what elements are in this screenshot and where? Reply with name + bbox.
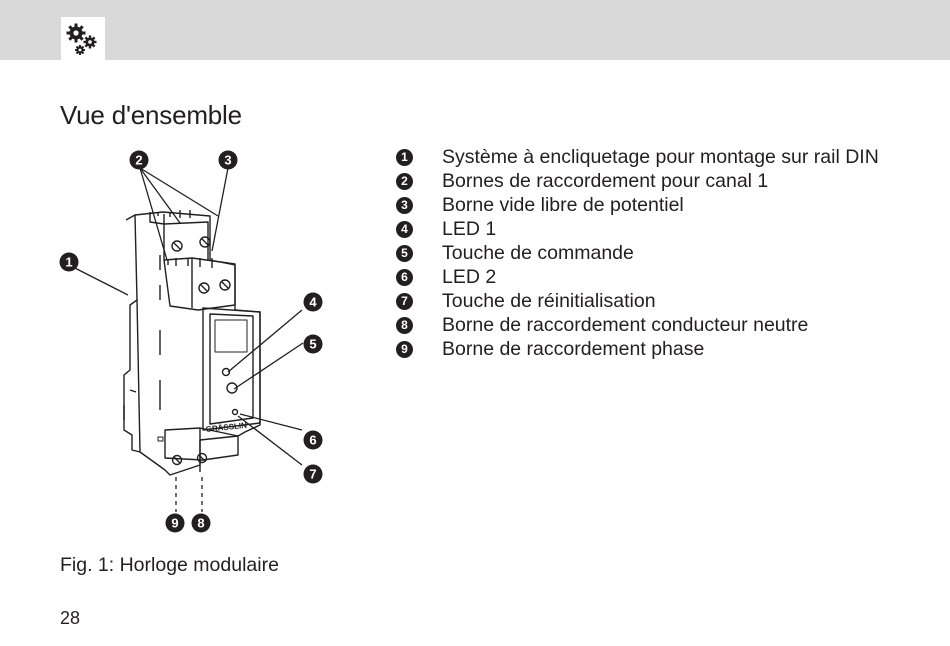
callout-6: 6	[303, 430, 323, 450]
callout-3: 3	[218, 150, 238, 170]
din-rail-clip	[123, 214, 141, 453]
callout-8: 8	[191, 513, 211, 533]
brand-label: GRÄSSLIN	[205, 421, 247, 434]
tab-pointer	[76, 60, 90, 70]
terminal-block-bottom	[164, 427, 239, 472]
legend-number: 1	[396, 148, 413, 166]
callout-1: 1	[59, 252, 79, 272]
terminal-block-top	[149, 212, 209, 260]
page-number: 28	[60, 608, 81, 628]
legend-item: 5 Touche de commande	[395, 241, 879, 265]
gears-icon	[66, 23, 97, 55]
svg-text:7: 7	[309, 467, 316, 482]
legend-item: 8 Borne de raccordement conducteur neutre	[395, 313, 879, 337]
legend-item: 9 Borne de raccordement phase	[395, 337, 879, 361]
legend-text: Touche de commande	[442, 241, 634, 264]
legend-text: LED 2	[442, 265, 497, 288]
legend-item: 1 Système à encliquetage pour montage sur…	[395, 145, 879, 169]
legend-number: 3	[396, 196, 413, 214]
legend-item: 6 LED 2	[395, 265, 879, 289]
legend-number: 4	[396, 220, 413, 238]
device-body	[134, 211, 261, 476]
svg-text:5: 5	[309, 337, 316, 352]
command-button	[226, 382, 238, 394]
legend-item: 2 Bornes de raccordement pour canal 1	[395, 169, 879, 193]
svg-text:8: 8	[197, 516, 204, 531]
legend-item: 4 LED 1	[395, 217, 879, 241]
svg-text:6: 6	[309, 433, 316, 448]
svg-text:1: 1	[65, 255, 72, 270]
terminal-block-middle	[163, 257, 236, 311]
legend-item: 7 Touche de réinitialisation	[395, 289, 879, 313]
legend-number: 8	[396, 316, 413, 334]
legend-list: 1 Système à encliquetage pour montage sur…	[395, 145, 879, 361]
callout-7: 7	[303, 464, 323, 484]
legend-number: 5	[396, 244, 413, 262]
legend-text: Borne de raccordement conducteur neutre	[442, 313, 809, 336]
reset-button	[231, 408, 239, 416]
legend-item: 3 Borne vide libre de potentiel	[395, 193, 879, 217]
svg-text:2: 2	[135, 153, 142, 168]
legend-text: Touche de réinitialisation	[442, 289, 656, 312]
callout-4: 4	[303, 292, 323, 312]
legend-text: Borne vide libre de potentiel	[442, 193, 684, 216]
svg-text:3: 3	[224, 153, 231, 168]
callout-5: 5	[303, 334, 323, 354]
svg-text:4: 4	[309, 295, 317, 310]
callout-2: 2	[129, 150, 149, 170]
page-title: Vue d'ensemble	[60, 100, 242, 130]
legend-number: 6	[396, 268, 413, 286]
legend-text: Bornes de raccordement pour canal 1	[442, 169, 769, 192]
figure-caption: Fig. 1: Horloge modulaire	[60, 554, 279, 576]
legend-number: 9	[396, 340, 413, 358]
legend-text: LED 1	[442, 217, 497, 240]
legend-number: 7	[396, 292, 413, 310]
section-tab	[61, 17, 105, 61]
legend-number: 2	[396, 172, 413, 190]
legend-text: Système à encliquetage pour montage sur …	[442, 145, 879, 168]
legend-text: Borne de raccordement phase	[442, 337, 705, 360]
callout-9: 9	[165, 513, 185, 533]
svg-text:9: 9	[171, 516, 178, 531]
header-bar	[0, 0, 950, 60]
device-illustration: GRÄSSLIN 1 2 3 4 5 6 7 9 8	[59, 150, 323, 533]
led-1	[221, 367, 231, 377]
